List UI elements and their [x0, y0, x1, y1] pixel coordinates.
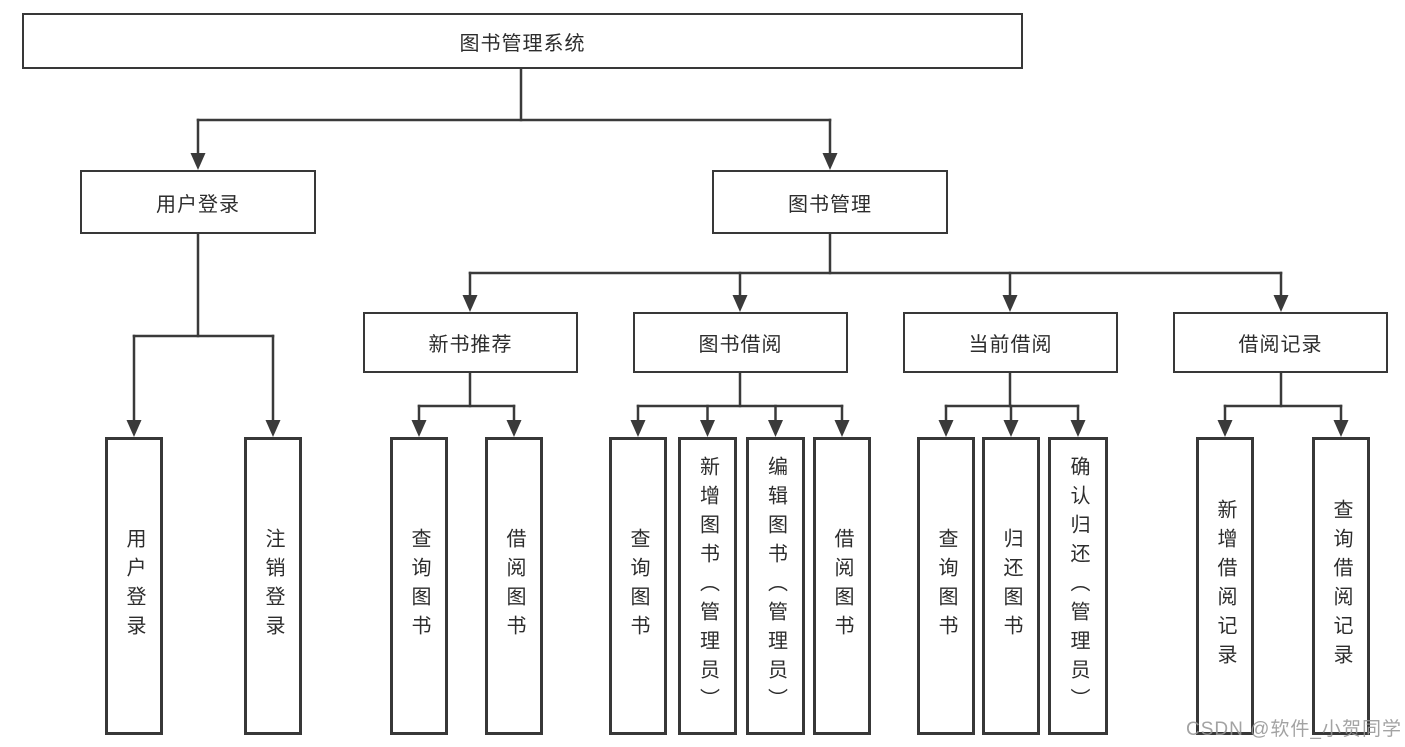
node-root: 图书管理系统 — [22, 13, 1023, 69]
node-leaf-add-book-admin: 新增图书（管理员） — [678, 437, 737, 735]
node-leaf-return-books: 归还图书 — [982, 437, 1040, 735]
node-leaf-user-login: 用户登录 — [105, 437, 163, 735]
node-book-management: 图书管理 — [712, 170, 948, 234]
node-borrow-records-label: 借阅记录 — [1238, 334, 1323, 356]
node-leaf-edit-book-admin: 编辑图书（管理员） — [746, 437, 805, 735]
node-current-borrow-label: 当前借阅 — [968, 334, 1053, 356]
node-new-book-recommend-label: 新书推荐 — [428, 334, 513, 356]
node-book-borrow-label: 图书借阅 — [698, 334, 783, 356]
node-leaf-add-borrow-record: 新增借阅记录 — [1196, 437, 1254, 735]
node-leaf-query-books-recommend: 查询图书 — [390, 437, 448, 735]
node-leaf-confirm-return-admin: 确认归还（管理员） — [1048, 437, 1108, 735]
node-leaf-query-borrow-record: 查询借阅记录 — [1312, 437, 1370, 735]
node-book-borrow: 图书借阅 — [633, 312, 848, 373]
watermark: CSDN @软件_小贺同学 — [1186, 719, 1402, 740]
node-user-login: 用户登录 — [80, 170, 316, 234]
node-leaf-query-books-current: 查询图书 — [917, 437, 975, 735]
node-current-borrow: 当前借阅 — [903, 312, 1118, 373]
node-book-management-label: 图书管理 — [788, 193, 872, 216]
node-leaf-borrow-books-recommend: 借阅图书 — [485, 437, 543, 735]
node-user-login-label: 用户登录 — [156, 193, 240, 216]
node-new-book-recommend: 新书推荐 — [363, 312, 578, 373]
node-root-label: 图书管理系统 — [459, 32, 586, 55]
node-borrow-records: 借阅记录 — [1173, 312, 1388, 373]
node-leaf-query-books-borrow: 查询图书 — [609, 437, 667, 735]
node-leaf-logout: 注销登录 — [244, 437, 302, 735]
node-leaf-borrow-books: 借阅图书 — [813, 437, 871, 735]
